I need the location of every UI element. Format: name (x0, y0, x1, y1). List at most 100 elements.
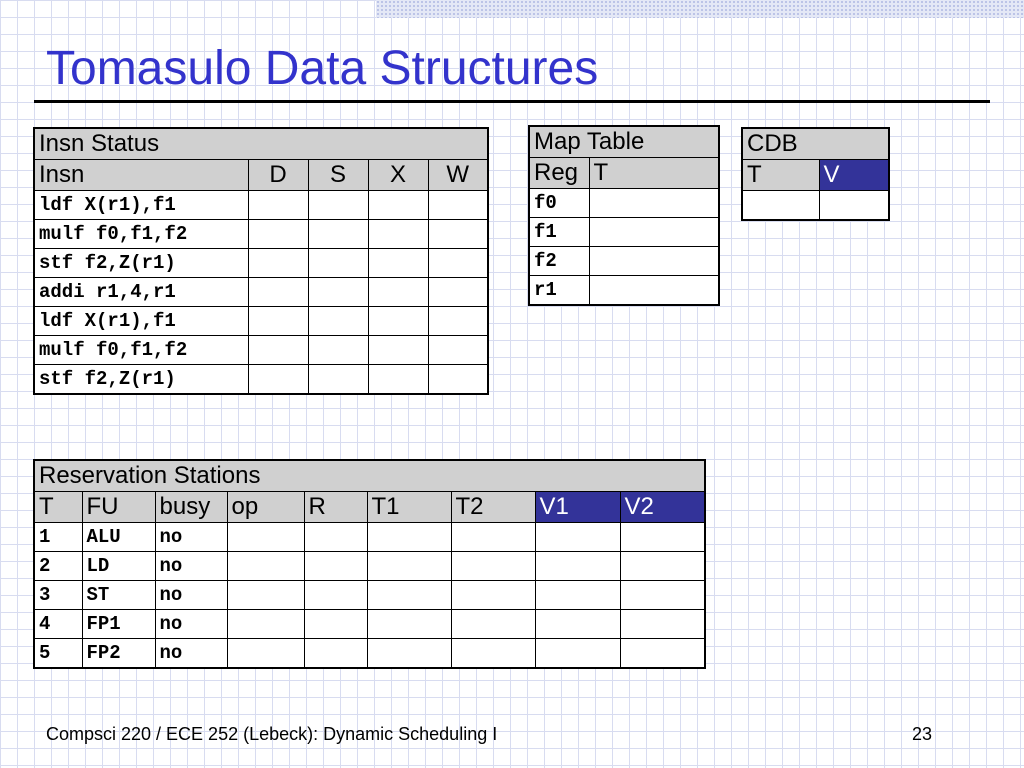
d-cell (247, 277, 309, 307)
rs-busy-header: busy (154, 491, 228, 523)
table-row: 2 LD no (33, 551, 706, 581)
rs-busy-cell: no (154, 638, 228, 669)
w-cell (427, 190, 489, 220)
rs-busy-cell: no (154, 580, 228, 610)
w-cell (427, 306, 489, 336)
d-cell (247, 364, 309, 395)
table-row: ldf X(r1),f1 (33, 306, 489, 336)
insn-cell: mulf f0,f1,f2 (33, 219, 249, 249)
rs-v1-cell (534, 638, 621, 669)
s-cell (307, 335, 369, 365)
rs-v2-cell (619, 609, 706, 639)
insn-status-title: Insn Status (33, 127, 489, 160)
rs-v2-cell (619, 638, 706, 669)
reservation-stations-table: Reservation Stations T FU busy op R T1 T… (33, 459, 707, 669)
rs-t1-cell (366, 580, 452, 610)
rs-t1-cell (366, 609, 452, 639)
rs-v2-header: V2 (619, 491, 706, 523)
w-header: W (427, 159, 489, 191)
rs-v2-cell (619, 551, 706, 581)
s-cell (307, 277, 369, 307)
rs-t-cell: 5 (33, 638, 83, 669)
cdb-v-cell (818, 190, 890, 221)
w-cell (427, 277, 489, 307)
rs-v1-cell (534, 551, 621, 581)
rs-r-cell (303, 522, 368, 552)
insn-cell: stf f2,Z(r1) (33, 364, 249, 395)
reg-cell: f0 (528, 188, 590, 218)
rs-t2-cell (450, 638, 536, 669)
rs-fu-cell: FP1 (81, 609, 156, 639)
slide-title: Tomasulo Data Structures (46, 42, 599, 95)
rs-t-cell: 4 (33, 609, 83, 639)
rs-t-cell: 2 (33, 551, 83, 581)
page-number: 23 (912, 724, 933, 744)
rs-op-cell (226, 609, 305, 639)
tag-cell (588, 246, 720, 276)
w-cell (427, 335, 489, 365)
d-cell (247, 190, 309, 220)
rs-t1-cell (366, 638, 452, 669)
x-cell (367, 364, 429, 395)
rs-fu-cell: ST (81, 580, 156, 610)
insn-header: Insn (33, 159, 249, 191)
x-cell (367, 190, 429, 220)
rs-t1-cell (366, 522, 452, 552)
title-rule (34, 100, 990, 103)
insn-cell: ldf X(r1),f1 (33, 190, 249, 220)
rs-busy-cell: no (154, 522, 228, 552)
rs-v1-header: V1 (534, 491, 621, 523)
rs-r-header: R (303, 491, 368, 523)
s-cell (307, 248, 369, 278)
s-header: S (307, 159, 369, 191)
rs-r-cell (303, 551, 368, 581)
rs-t2-cell (450, 580, 536, 610)
reg-cell: r1 (528, 275, 590, 306)
table-row: mulf f0,f1,f2 (33, 335, 489, 365)
tag-cell (588, 217, 720, 247)
rs-t2-cell (450, 609, 536, 639)
s-cell (307, 190, 369, 220)
rs-v1-cell (534, 609, 621, 639)
insn-cell: stf f2,Z(r1) (33, 248, 249, 278)
rs-busy-cell: no (154, 609, 228, 639)
table-row: stf f2,Z(r1) (33, 248, 489, 278)
cdb-title: CDB (741, 127, 890, 160)
table-row: 4 FP1 no (33, 609, 706, 639)
d-header: D (247, 159, 309, 191)
table-row: 5 FP2 no (33, 638, 706, 669)
x-cell (367, 306, 429, 336)
rs-op-header: op (226, 491, 305, 523)
footer-course: Compsci 220 / ECE 252 (Lebeck): Dynamic … (46, 724, 498, 744)
rs-v1-cell (534, 580, 621, 610)
rs-op-cell (226, 580, 305, 610)
rs-fu-header: FU (81, 491, 156, 523)
map-table: Map Table Reg T f0 f1 f2 r1 (528, 125, 721, 306)
rs-t2-header: T2 (450, 491, 536, 523)
rs-fu-cell: FP2 (81, 638, 156, 669)
cdb-v-header: V (818, 159, 890, 191)
s-cell (307, 219, 369, 249)
s-cell (307, 306, 369, 336)
insn-cell: ldf X(r1),f1 (33, 306, 249, 336)
s-cell (307, 364, 369, 395)
d-cell (247, 335, 309, 365)
cdb-t-cell (741, 190, 820, 221)
table-row: f1 (528, 217, 720, 247)
rs-t1-header: T1 (366, 491, 452, 523)
rs-op-cell (226, 551, 305, 581)
rs-t-header: T (33, 491, 83, 523)
insn-cell: addi r1,4,r1 (33, 277, 249, 307)
table-row: f2 (528, 246, 720, 276)
rs-v1-cell (534, 522, 621, 552)
rs-fu-cell: ALU (81, 522, 156, 552)
reg-cell: f1 (528, 217, 590, 247)
rs-op-cell (226, 522, 305, 552)
w-cell (427, 364, 489, 395)
table-row: r1 (528, 275, 720, 306)
reg-header: Reg (528, 157, 590, 189)
x-cell (367, 248, 429, 278)
table-row (741, 190, 890, 221)
map-table-title: Map Table (528, 125, 720, 158)
tag-cell (588, 188, 720, 218)
